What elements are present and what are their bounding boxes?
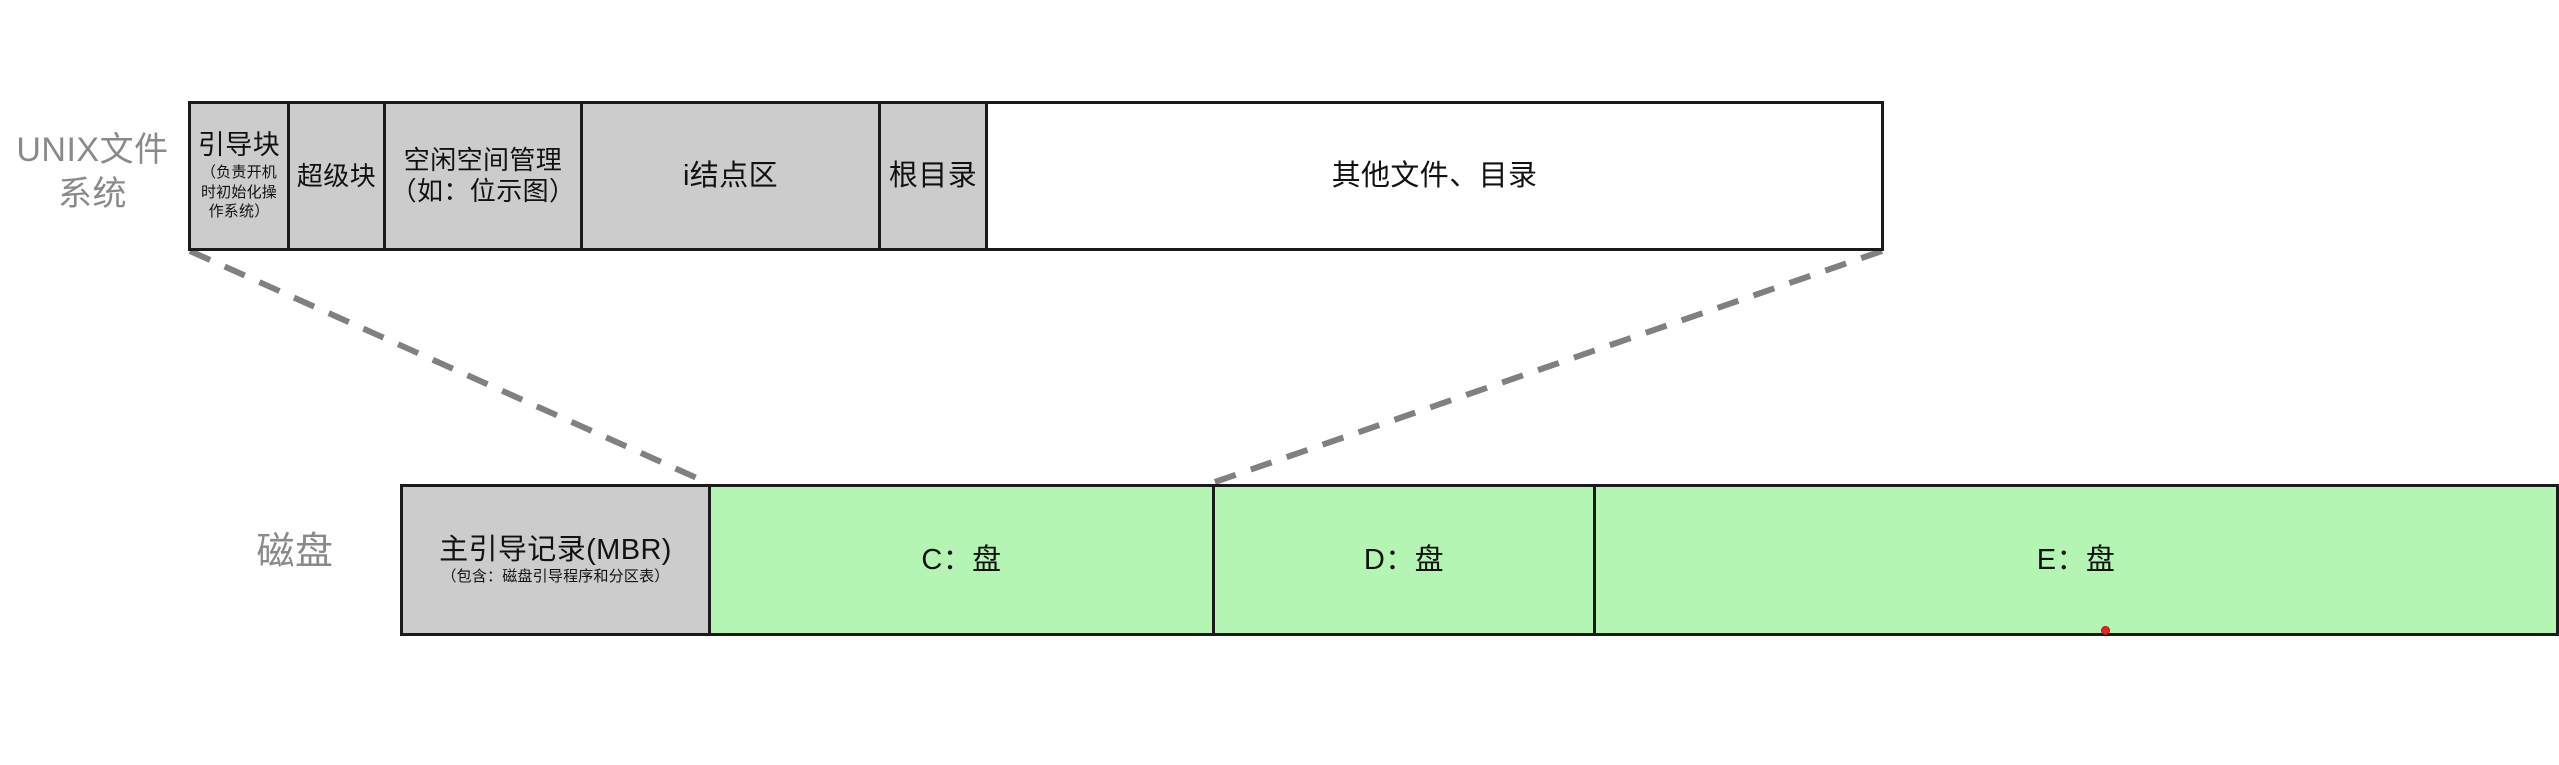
- fs-cell-free-space-management-subtitle: （如：位示图）: [390, 176, 576, 206]
- disk-cell-partition-e[interactable]: E：盘: [1596, 487, 2556, 633]
- fs-cell-free-space-management[interactable]: 空闲空间管理 （如：位示图）: [386, 104, 583, 248]
- fs-cell-boot-block-subtitle: （负责开机时初始化操作系统）: [200, 164, 277, 221]
- fs-cell-other-files-directories-title: 其他文件、目录: [1331, 159, 1538, 192]
- fs-cell-free-space-management-title: 空闲空间管理: [403, 145, 563, 176]
- disk-cell-mbr-subtitle: （包含：磁盘引导程序和分区表）: [441, 568, 670, 586]
- fs-cell-other-files-directories[interactable]: 其他文件、目录: [988, 104, 1881, 248]
- filesystem-strip: 引导块 （负责开机时初始化操作系统） 超级块 空闲空间管理 （如：位示图） i结…: [188, 101, 1884, 251]
- disk-row-label: 磁盘: [256, 531, 334, 573]
- disk-cell-partition-d[interactable]: D：盘: [1215, 487, 1596, 633]
- disk-cell-partition-e-title: E：盘: [2036, 543, 2116, 576]
- disk-cell-mbr-title: 主引导记录(MBR): [439, 534, 672, 567]
- disk-cell-partition-c-title: C：盘: [921, 543, 1002, 576]
- fs-cell-inode-area-title: i结点区: [682, 159, 779, 192]
- fs-cell-root-directory[interactable]: 根目录: [881, 104, 988, 248]
- disk-cell-partition-d-title: D：盘: [1363, 543, 1445, 576]
- disk-cell-partition-c[interactable]: C：盘: [711, 487, 1215, 633]
- fs-cell-inode-area[interactable]: i结点区: [583, 104, 881, 248]
- filesystem-row-label: UNIX文件 系统: [16, 131, 169, 214]
- disk-strip: 主引导记录(MBR) （包含：磁盘引导程序和分区表） C：盘 D：盘 E：盘: [400, 484, 2559, 636]
- fs-cell-boot-block-title: 引导块: [197, 130, 281, 161]
- fs-cell-super-block[interactable]: 超级块: [290, 104, 386, 248]
- cursor-dot: [2101, 626, 2110, 635]
- connector-left-line: [188, 248, 710, 486]
- connector-right-line: [1211, 248, 1883, 486]
- fs-cell-boot-block[interactable]: 引导块 （负责开机时初始化操作系统）: [191, 104, 290, 248]
- disk-cell-mbr[interactable]: 主引导记录(MBR) （包含：磁盘引导程序和分区表）: [403, 487, 711, 633]
- fs-cell-super-block-title: 超级块: [296, 160, 377, 191]
- fs-cell-root-directory-title: 根目录: [888, 159, 978, 192]
